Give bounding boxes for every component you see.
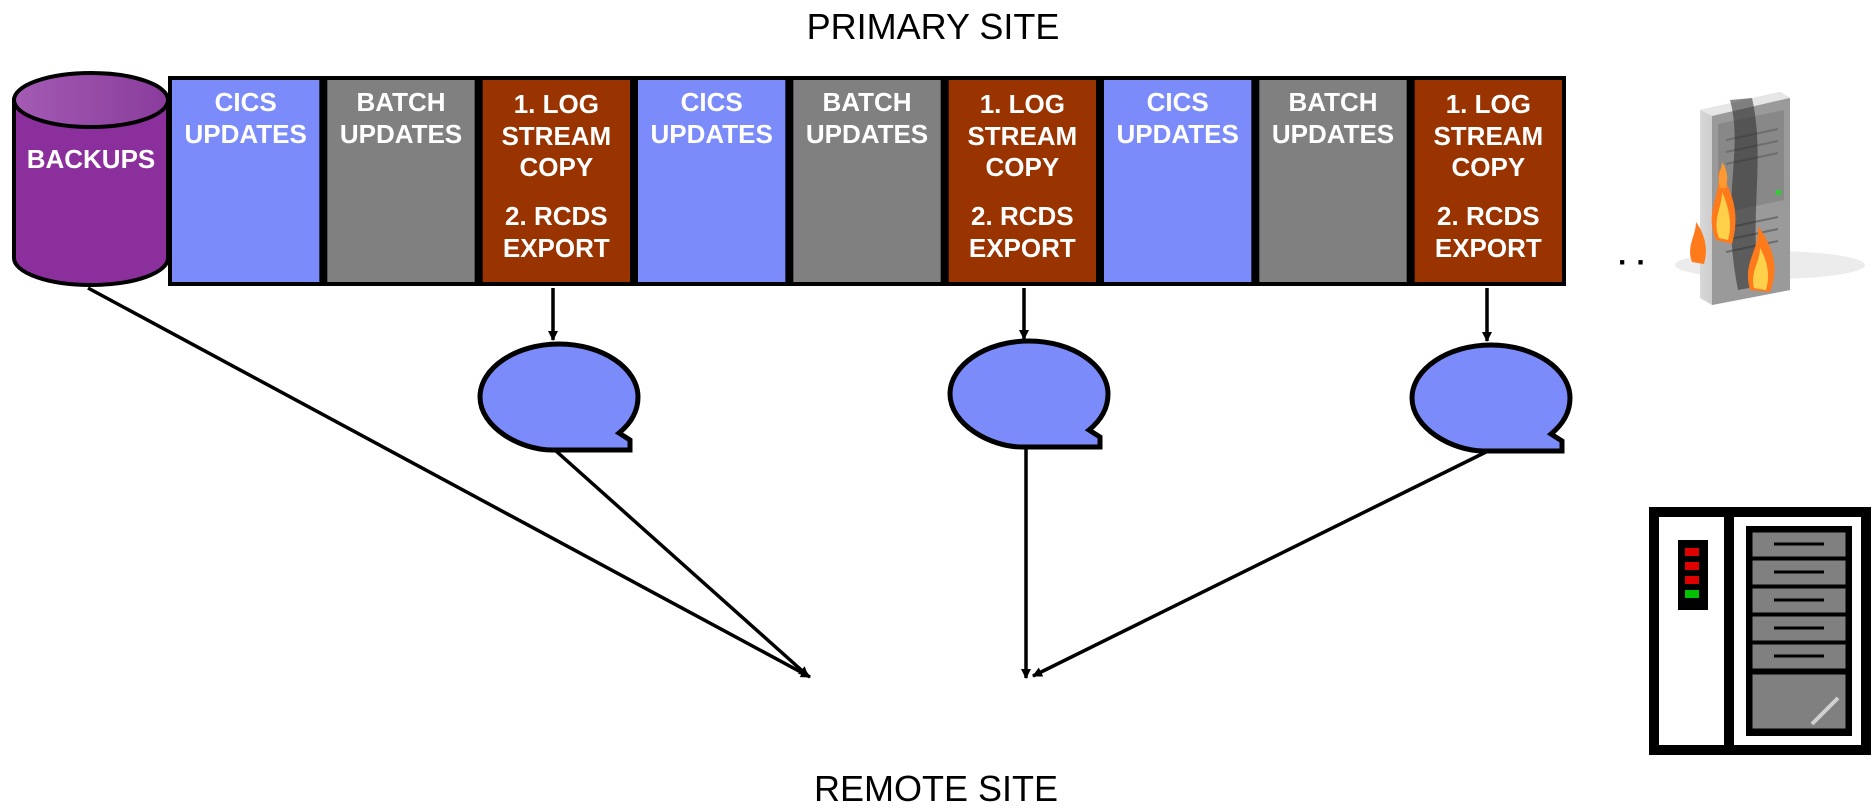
block-label-line: CICS [215,87,277,117]
block-label-line: 1. LOG [514,89,599,119]
block-label-line: STREAM [967,121,1077,151]
block-label-line: UPDATES [185,119,307,149]
block-fill [172,80,320,282]
bubble-1 [477,341,641,453]
arrow-bubble3-remote [1032,450,1487,678]
block-fill [1414,80,1562,282]
block-label-line: BATCH [822,87,911,117]
bubble-2 [947,338,1111,450]
block-label-line: UPDATES [1117,119,1239,149]
block-label-line: CICS [1147,87,1209,117]
burning-server-icon [1675,92,1865,305]
block-label-line: UPDATES [1272,119,1394,149]
block-label-line: EXPORT [969,233,1076,263]
block-label-line: 1. LOG [1446,89,1531,119]
arrow-backups-remote [87,286,811,679]
block-label-line: BATCH [356,87,445,117]
continuation-dots: · · [1618,246,1646,279]
block-fill [638,80,786,282]
block-fill [793,80,941,282]
block-label-line: 2. RCDS [971,201,1074,231]
block-label-line: CICS [681,87,743,117]
block-label-line: EXPORT [503,233,610,263]
to-remote-arrows [87,286,1487,679]
block-label-line: BATCH [1288,87,1377,117]
block-fill [327,80,475,282]
server-rack-icon [1649,507,1871,755]
block-fill [948,80,1096,282]
block-label-line: EXPORT [1435,233,1542,263]
block-label-line: 2. RCDS [505,201,608,231]
block-label-line: COPY [985,152,1059,182]
block-label-line: STREAM [501,121,611,151]
block-fill [1259,80,1407,282]
bubbles [477,338,1573,454]
block-label-line: COPY [519,152,593,182]
block-label-line: UPDATES [651,119,773,149]
block-fill [1104,80,1252,282]
backups-label: BACKUPS [27,144,156,174]
block-label-line: UPDATES [806,119,928,149]
block-label-line: COPY [1451,152,1525,182]
primary-site-title: PRIMARY SITE [806,6,1060,47]
block-fill [482,80,630,282]
block-label-line: UPDATES [340,119,462,149]
log-to-bubble-arrows [548,288,1492,342]
block-label-line: 2. RCDS [1437,201,1540,231]
block-label-line: STREAM [1433,121,1543,151]
arrow-bubble1-remote [554,449,810,678]
bubble-3 [1409,342,1573,454]
backups-cylinder: BACKUPS [12,71,170,287]
remote-site-title: REMOTE SITE [813,768,1059,809]
block-label-line: 1. LOG [980,89,1065,119]
